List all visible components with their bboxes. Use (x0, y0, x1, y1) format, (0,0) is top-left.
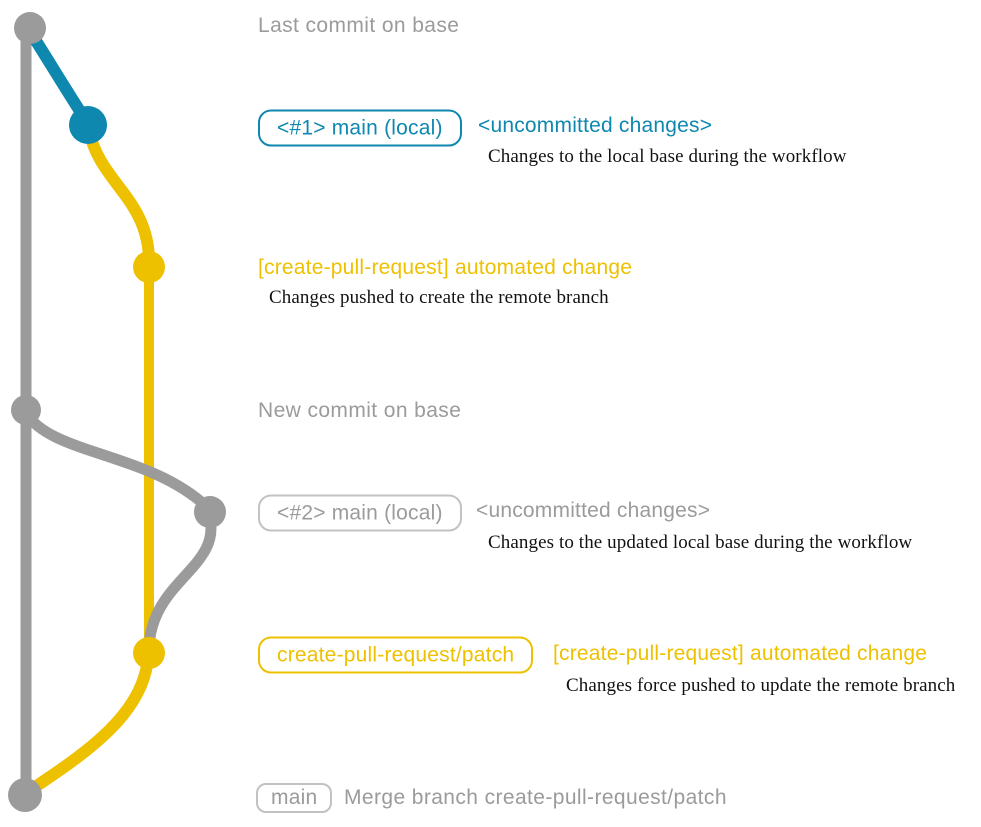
commit-dot-local-1 (69, 106, 107, 144)
commit-dot-base-new (11, 395, 41, 425)
commit-dot-remote-1 (133, 251, 165, 283)
branch-badge-patch: create-pull-request/patch (258, 636, 534, 674)
branch-badge-main: main (256, 783, 333, 813)
note-merge-branch: Merge branch create-pull-request/patch (344, 786, 727, 809)
note-new-commit: New commit on base (258, 399, 462, 422)
note-last-commit: Last commit on base (258, 14, 460, 37)
commit-dot-base-tip (14, 12, 46, 44)
detail-automated-change-2: Changes force pushed to update the remot… (566, 675, 956, 696)
headline-uncommitted-2: <uncommitted changes> (476, 499, 711, 522)
force-push-curve (143, 509, 217, 654)
detail-uncommitted-1: Changes to the local base during the wor… (488, 146, 847, 167)
branch-badge-main-local-2: <#2> main (local) (258, 494, 462, 532)
commit-dot-remote-2 (133, 637, 165, 669)
commit-dot-local-2 (194, 496, 226, 528)
remote-branch-off-curve (83, 124, 155, 266)
commit-dot-merge (8, 778, 42, 812)
headline-automated-change-1: [create-pull-request] automated change (258, 256, 633, 279)
detail-automated-change-1: Changes pushed to create the remote bran… (269, 287, 609, 308)
merge-curve (23, 651, 154, 797)
detail-uncommitted-2: Changes to the updated local base during… (488, 532, 913, 553)
local-change-curve-1 (25, 27, 91, 125)
local-change-curve-2 (20, 407, 213, 513)
headline-uncommitted-1: <uncommitted changes> (478, 114, 713, 137)
branch-badge-main-local-1: <#1> main (local) (258, 109, 462, 147)
headline-automated-change-2: [create-pull-request] automated change (553, 642, 928, 665)
